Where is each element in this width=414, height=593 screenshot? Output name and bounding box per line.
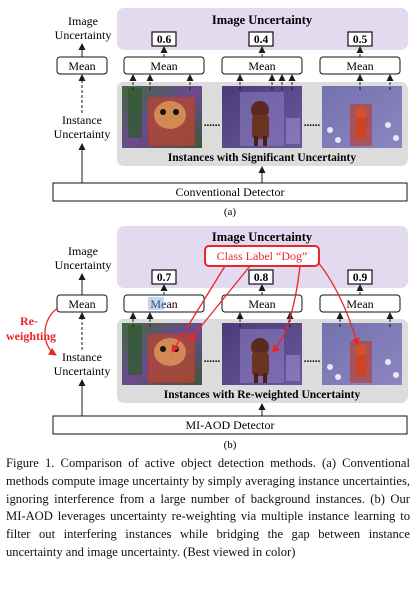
image-uncertainty-title: Image Uncertainty bbox=[212, 13, 313, 27]
image-uncertainty-title: Image Uncertainty bbox=[212, 230, 313, 244]
sublabel-a: (a) bbox=[224, 206, 237, 218]
reweighting-label-1: Re- bbox=[20, 314, 38, 328]
left-instance-label-1: Instance bbox=[62, 113, 102, 127]
left-image-label-1: Image bbox=[68, 244, 98, 258]
photo-dog-2 bbox=[222, 86, 302, 148]
score-value: 0.5 bbox=[353, 34, 368, 46]
panel-a: Image Uncertainty Image Uncertainty 0.6 … bbox=[52, 8, 408, 218]
photo-dog-1 bbox=[122, 323, 202, 385]
photo-dog-1 bbox=[122, 86, 202, 148]
score-value: 0.6 bbox=[157, 34, 172, 46]
detector-label: MI-AOD Detector bbox=[186, 418, 275, 432]
mean-label: Mean bbox=[346, 59, 373, 73]
left-instance-label-1: Instance bbox=[62, 350, 102, 364]
class-arrow bbox=[271, 265, 301, 353]
mean-label: Mean bbox=[248, 297, 275, 311]
left-image-label-1: Image bbox=[68, 14, 98, 28]
left-mean-label: Mean bbox=[68, 297, 95, 311]
panel-b: Image Uncertainty Class Label “Dog” Imag… bbox=[6, 226, 408, 451]
left-image-label-2: Uncertainty bbox=[55, 258, 112, 272]
photo-dog-2 bbox=[222, 323, 302, 385]
left-instance-label-2: Uncertainty bbox=[54, 364, 111, 378]
sublabel-b: (b) bbox=[224, 439, 237, 451]
class-label-text: Class Label “Dog” bbox=[217, 249, 308, 263]
class-label-box bbox=[204, 245, 320, 267]
figure: Image Uncertainty Image Uncertainty 0.6 … bbox=[6, 8, 408, 451]
left-mean-label: Mean bbox=[68, 59, 95, 73]
score-value: 0.9 bbox=[353, 272, 368, 284]
class-arrow bbox=[189, 265, 251, 341]
mean-label: Mean bbox=[150, 297, 177, 311]
mean-label: Mean bbox=[346, 297, 373, 311]
ellipsis: ...... bbox=[304, 353, 321, 365]
image-uncertainty-panel bbox=[117, 8, 408, 50]
instances-caption: Instances with Re-weighted Uncertainty bbox=[164, 389, 361, 401]
left-instance-label-2: Uncertainty bbox=[54, 127, 111, 141]
class-arrow bbox=[317, 261, 360, 346]
score-value: 0.8 bbox=[254, 272, 269, 284]
mean-label: Mean bbox=[248, 59, 275, 73]
ellipsis: ...... bbox=[304, 117, 321, 129]
ellipsis: ...... bbox=[204, 117, 221, 129]
reweighting-arrow bbox=[44, 307, 59, 356]
photo-dog-3 bbox=[322, 323, 402, 385]
ellipsis: ...... bbox=[204, 353, 221, 365]
reweighting-label-2: weighting bbox=[6, 329, 56, 343]
instances-caption: Instances with Significant Uncertainty bbox=[168, 152, 356, 164]
detector-label: Conventional Detector bbox=[176, 185, 285, 199]
detector-box bbox=[52, 415, 408, 435]
figure-caption: Figure 1. Comparison of active object de… bbox=[6, 456, 410, 559]
photo-dog-3 bbox=[322, 86, 402, 148]
left-image-label-2: Uncertainty bbox=[55, 28, 112, 42]
detector-box bbox=[52, 182, 408, 202]
mean-label: Mean bbox=[150, 59, 177, 73]
score-value: 0.7 bbox=[157, 272, 172, 284]
score-value: 0.4 bbox=[254, 34, 269, 46]
class-arrow bbox=[171, 265, 226, 353]
